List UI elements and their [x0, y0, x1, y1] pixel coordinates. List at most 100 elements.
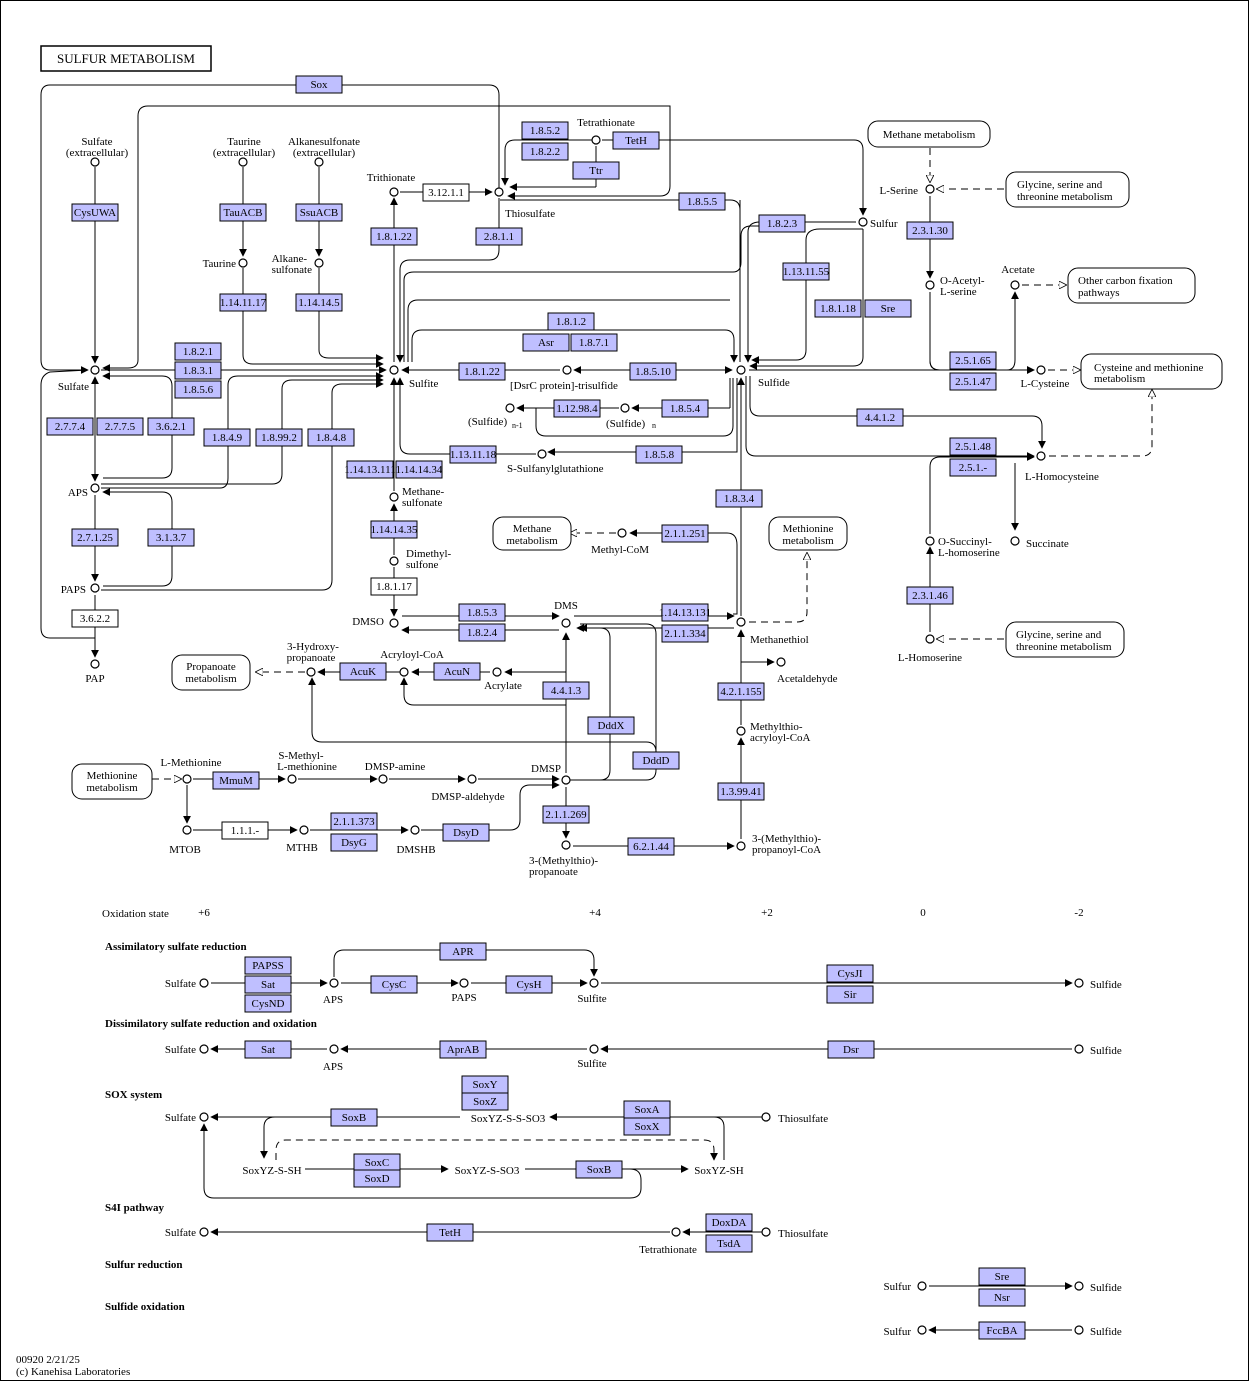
enzyme-soxb-2[interactable]: SoxB — [575, 1160, 623, 1179]
enzyme-2-3-1-46[interactable]: 2.3.1.46 — [906, 586, 954, 605]
enzyme-4-2-1-155[interactable]: 4.2.1.155 — [717, 682, 765, 701]
enzyme-doxda[interactable]: DoxDA — [705, 1213, 753, 1232]
enzyme-acun[interactable]: AcuN — [433, 662, 481, 681]
compound-dimethylsulfone[interactable] — [389, 556, 399, 566]
enzyme-ttr[interactable]: Ttr — [572, 161, 620, 180]
enzyme-1-8-1-18[interactable]: 1.8.1.18 — [814, 299, 862, 318]
soxid-sulfur-node[interactable] — [917, 1325, 927, 1335]
compound-trithionate[interactable] — [389, 187, 399, 197]
compound-l-methionine[interactable] — [182, 774, 192, 784]
enzyme-1-8-5-8[interactable]: 1.8.5.8 — [635, 445, 683, 464]
enzyme-dddx[interactable]: DddX — [587, 716, 635, 735]
enzyme-sre-module[interactable]: Sre — [978, 1267, 1026, 1286]
enzyme-soxx[interactable]: SoxX — [623, 1117, 671, 1136]
enzyme-1-8-99-2[interactable]: 1.8.99.2 — [255, 428, 303, 447]
enzyme-2-1-1-269[interactable]: 2.1.1.269 — [542, 805, 590, 824]
dissim-sulfate-node[interactable] — [199, 1044, 209, 1054]
enzyme-2-5-1-47[interactable]: 2.5.1.47 — [949, 372, 997, 391]
dissim-sulfite-node[interactable] — [589, 1044, 599, 1054]
compound-sulfide-n-1[interactable] — [505, 403, 515, 413]
enzyme-1-12-98-4[interactable]: 1.12.98.4 — [553, 399, 601, 418]
enzyme-nsr[interactable]: Nsr — [978, 1288, 1026, 1307]
compound-3-methylthiopropanoyl-coa[interactable] — [736, 841, 746, 851]
assim-paps-node[interactable] — [459, 978, 469, 988]
s4i-thiosulfate-node[interactable] — [761, 1227, 771, 1237]
compound-3-methylthiopropanoate[interactable] — [561, 840, 571, 850]
enzyme-4-4-1-3[interactable]: 4.4.1.3 — [542, 681, 590, 700]
enzyme-1-8-2-2[interactable]: 1.8.2.2 — [521, 142, 569, 161]
enzyme-sox[interactable]: Sox — [295, 75, 343, 94]
enzyme-2-7-7-4[interactable]: 2.7.7.4 — [46, 417, 94, 436]
compound-sulfate-ext[interactable] — [90, 157, 100, 167]
compound-alkanesulfonate[interactable] — [314, 258, 324, 268]
compound-acetate[interactable] — [1010, 280, 1020, 290]
compound-dmsp[interactable] — [561, 775, 571, 785]
s4i-sulfate-node[interactable] — [199, 1227, 209, 1237]
compound-s-sulfanylglutathione[interactable] — [537, 449, 547, 459]
enzyme-mmun[interactable]: MmuM — [212, 771, 260, 790]
s4i-tetrathionate-node[interactable] — [671, 1227, 681, 1237]
compound-acrylate[interactable] — [492, 667, 502, 677]
enzyme-dsr[interactable]: Dsr — [827, 1040, 875, 1059]
enzyme-1-8-2-1[interactable]: 1.8.2.1 — [174, 342, 222, 361]
enzyme-sat-assim[interactable]: Sat — [244, 975, 292, 994]
enzyme-1-13-11-18[interactable]: 1.13.11.18 — [449, 445, 497, 464]
enzyme-2-7-1-25[interactable]: 2.7.1.25 — [71, 528, 119, 547]
enzyme-aprab[interactable]: AprAB — [439, 1040, 487, 1059]
compound-sulfide-n[interactable] — [620, 403, 630, 413]
compound-tetrathionate[interactable] — [591, 135, 601, 145]
enzyme-2-5-1-[interactable]: 2.5.1.- — [949, 458, 997, 477]
enzyme-2-7-7-5[interactable]: 2.7.7.5 — [96, 417, 144, 436]
compound-s-methyl-l-methionine[interactable] — [287, 774, 297, 784]
sred-sulfur-node[interactable] — [917, 1281, 927, 1291]
enzyme-1-14-14-34[interactable]: 1.14.14.34 — [395, 460, 443, 479]
enzyme-cysji[interactable]: CysJI — [826, 964, 874, 983]
compound-alkanesulfonate-ext[interactable] — [314, 157, 324, 167]
compound-sulfur[interactable] — [858, 217, 868, 227]
enzyme-2-5-1-65[interactable]: 2.5.1.65 — [949, 351, 997, 370]
enzyme-soxb-1[interactable]: SoxB — [330, 1108, 378, 1127]
compound-methanethiol[interactable] — [736, 617, 746, 627]
enzyme-3-6-2-2[interactable]: 3.6.2.2 — [71, 609, 119, 628]
dissim-aps-node[interactable] — [329, 1044, 339, 1054]
enzyme-1-14-11-17[interactable]: 1.14.11.17 — [219, 293, 267, 312]
enzyme-dsyg[interactable]: DsyG — [330, 833, 378, 852]
enzyme-2-3-1-30[interactable]: 2.3.1.30 — [906, 221, 954, 240]
enzyme-asr[interactable]: Asr — [522, 333, 570, 352]
assim-sulfate-node[interactable] — [199, 978, 209, 988]
compound-methylthioacryloyl-coa[interactable] — [736, 726, 746, 736]
compound-aps[interactable] — [90, 483, 100, 493]
enzyme-1-8-1-22-b[interactable]: 1.8.1.22 — [458, 362, 506, 381]
enzyme-3-12-1-1[interactable]: 3.12.1.1 — [422, 183, 470, 202]
compound-dmsp-amine[interactable] — [378, 774, 388, 784]
compound-dmso[interactable] — [389, 618, 399, 628]
enzyme-1-8-1-17[interactable]: 1.8.1.17 — [370, 577, 418, 596]
enzyme-1-8-4-8[interactable]: 1.8.4.8 — [307, 428, 355, 447]
enzyme-soxc[interactable]: SoxC — [353, 1153, 401, 1172]
map-methane-metabolism[interactable]: Methane metabolism — [867, 120, 991, 148]
enzyme-1-3-99-41[interactable]: 1.3.99.41 — [717, 782, 765, 801]
sox-thiosulfate-node[interactable] — [761, 1112, 771, 1122]
enzyme-1-14-14-5[interactable]: 1.14.14.5 — [295, 293, 343, 312]
enzyme-sre[interactable]: Sre — [864, 299, 912, 318]
enzyme-apr[interactable]: APR — [439, 942, 487, 961]
compound-l-serine[interactable] — [925, 184, 935, 194]
enzyme-sat-dissim[interactable]: Sat — [244, 1040, 292, 1059]
enzyme-2-1-1-373[interactable]: 2.1.1.373 — [330, 812, 378, 831]
enzyme-teth[interactable]: TetH — [612, 131, 660, 150]
enzyme-cysnd[interactable]: CysND — [244, 994, 292, 1013]
compound-mthb[interactable] — [299, 825, 309, 835]
enzyme-2-1-1-334[interactable]: 2.1.1.334 — [661, 624, 709, 643]
enzyme-2-1-1-251[interactable]: 2.1.1.251 — [661, 524, 709, 543]
compound-dms[interactable] — [561, 618, 571, 628]
compound-methanesulfonate[interactable] — [389, 492, 399, 502]
compound-paps[interactable] — [90, 583, 100, 593]
soxid-sulfide-node[interactable] — [1074, 1325, 1084, 1335]
compound-sulfate[interactable] — [90, 365, 100, 375]
enzyme-1-14-13-131[interactable]: 1.14.13.131 — [659, 603, 711, 622]
enzyme-soxz[interactable]: SoxZ — [461, 1092, 509, 1111]
